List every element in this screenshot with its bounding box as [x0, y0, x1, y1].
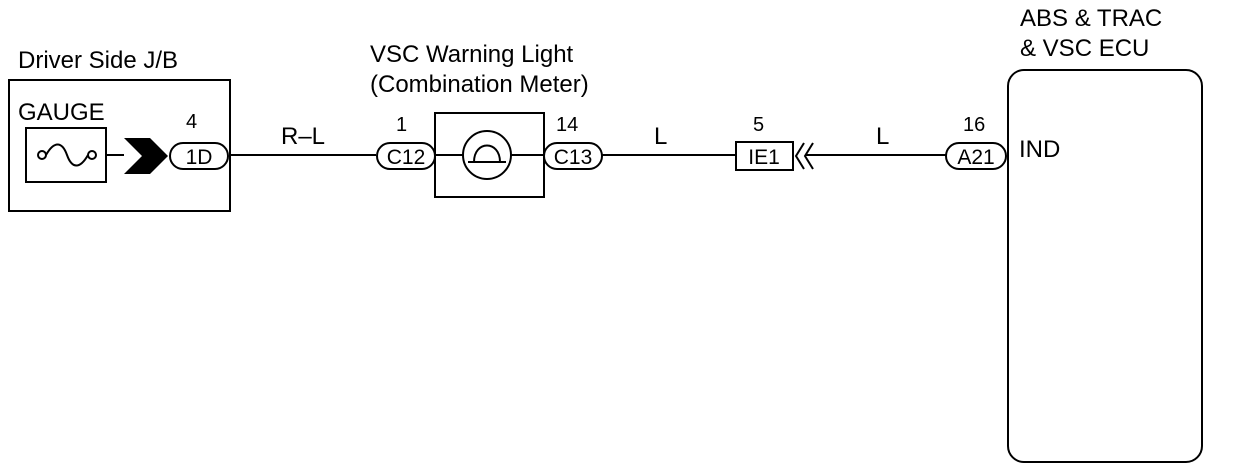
warning-light-left-pin: 1	[396, 114, 407, 136]
fuse-label: GAUGE	[18, 99, 105, 126]
junction-block-title: Driver Side J/B	[18, 47, 178, 74]
ecu-title: ABS & TRAC	[1020, 5, 1162, 32]
warning-light-title: VSC Warning Light	[370, 41, 574, 68]
ecu-terminal-label: IND	[1019, 136, 1060, 163]
wire-meter-to-splice-color: L	[654, 123, 667, 150]
wire-jb-to-meter-color: R–L	[281, 123, 325, 150]
junction-block-pin: 4	[186, 111, 197, 133]
chevron-connector-icon	[106, 138, 168, 174]
warning-light-right-pin: 14	[556, 114, 578, 136]
fuse-icon	[37, 143, 97, 167]
connector-c12-label: C12	[387, 146, 426, 169]
connector-1d-label: 1D	[186, 146, 213, 169]
connector-a21-label: A21	[957, 146, 994, 169]
splice-pin: 5	[753, 114, 764, 136]
ecu-subtitle: & VSC ECU	[1020, 35, 1149, 62]
warning-light-subtitle: (Combination Meter)	[370, 71, 589, 98]
connector-1d	[169, 142, 229, 170]
ecu-pin: 16	[963, 114, 985, 136]
connector-a21	[945, 142, 1007, 170]
connector-ie1-label: IE1	[748, 146, 780, 169]
bulb-icon	[462, 130, 512, 180]
double-chevron-connector-icon	[794, 142, 814, 170]
ecu-box	[1007, 69, 1203, 463]
connector-c13-label: C13	[554, 146, 593, 169]
wire-splice-to-ecu-color: L	[876, 123, 889, 150]
connector-ie1	[735, 141, 794, 171]
junction-block-box	[8, 79, 231, 212]
